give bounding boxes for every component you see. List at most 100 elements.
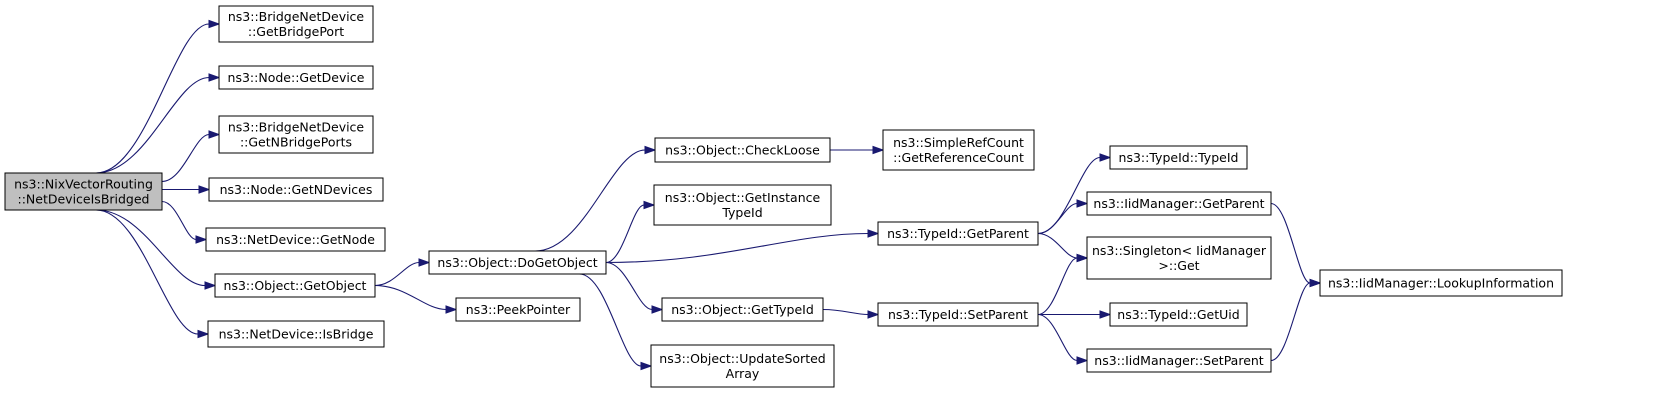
call-edge-iidGetParent-to-lookupInformation — [1270, 202, 1322, 288]
node-label: ns3::TypeId::GetUid — [1117, 307, 1239, 322]
node-label: ns3::Object::GetTypeId — [671, 302, 814, 317]
node-typeIdSetParent[interactable]: ns3::TypeId::SetParent — [877, 302, 1039, 327]
node-box — [205, 227, 386, 252]
arrowhead-icon — [195, 235, 208, 244]
node-box — [882, 129, 1035, 171]
call-edge-getObject-to-doGetObject — [374, 258, 431, 287]
node-singletonGet[interactable]: ns3::Singleton< IidManager>::Get — [1086, 236, 1272, 280]
arrowhead-icon — [1099, 153, 1112, 162]
call-edge-typeIdGetParent-to-iidGetParent — [1037, 199, 1089, 235]
node-label: ::GetBridgePort — [248, 24, 344, 39]
node-label: ns3::TypeId::TypeId — [1119, 150, 1239, 165]
edge-line — [1037, 257, 1078, 316]
edge-line — [161, 133, 210, 183]
node-peekPointer[interactable]: ns3::PeekPointer — [455, 297, 581, 322]
node-label: ns3::BridgeNetDevice — [228, 9, 365, 24]
node-box — [1109, 145, 1248, 170]
node-label: ns3::NixVectorRouting — [14, 177, 153, 192]
node-label: ns3::PeekPointer — [466, 302, 571, 317]
call-edge-root-to-isBridge — [96, 209, 210, 339]
arrowhead-icon — [208, 130, 221, 139]
call-edge-root-to-getNode — [161, 200, 208, 244]
node-getNDevices[interactable]: ns3::Node::GetNDevices — [208, 177, 384, 202]
arrowhead-icon — [418, 258, 431, 267]
call-edge-iidSetParent-to-lookupInformation — [1270, 278, 1322, 362]
arrowhead-icon — [1076, 253, 1089, 263]
node-box — [1109, 302, 1248, 327]
call-edge-doGetObject-to-checkLoose — [535, 145, 657, 252]
node-iidGetParent[interactable]: ns3::IidManager::GetParent — [1086, 191, 1272, 216]
node-box — [218, 115, 374, 154]
edge-line — [96, 23, 210, 174]
node-getNode[interactable]: ns3::NetDevice::GetNode — [205, 227, 386, 252]
node-box — [218, 5, 374, 43]
node-getNBridgePorts[interactable]: ns3::BridgeNetDevice::GetNBridgePorts — [218, 115, 374, 154]
node-doGetObject[interactable]: ns3::Object::DoGetObject — [428, 250, 607, 275]
node-label: ns3::Object::GetObject — [224, 278, 367, 293]
node-box — [207, 320, 385, 348]
node-iidSetParent[interactable]: ns3::IidManager::SetParent — [1086, 348, 1272, 373]
node-box — [1086, 348, 1272, 373]
edge-line — [1037, 313, 1078, 362]
node-label: ns3::IidManager::SetParent — [1094, 353, 1264, 368]
node-nodeGetDevice[interactable]: ns3::Node::GetDevice — [218, 65, 374, 90]
node-label: ns3::BridgeNetDevice — [228, 120, 365, 135]
node-isBridge[interactable]: ns3::NetDevice::IsBridge — [207, 320, 385, 348]
node-box — [877, 302, 1039, 327]
edge-line — [96, 76, 210, 174]
arrowhead-icon — [197, 329, 210, 339]
node-label: ns3::TypeId::SetParent — [888, 307, 1028, 322]
node-box — [1319, 269, 1563, 297]
arrowhead-icon — [651, 305, 664, 314]
edge-line — [605, 261, 653, 311]
node-box — [654, 137, 831, 163]
node-label: ns3::Object::GetInstance — [665, 190, 821, 205]
node-typeIdGetParent[interactable]: ns3::TypeId::GetParent — [877, 221, 1039, 246]
edge-line — [605, 204, 645, 264]
node-label: Array — [726, 366, 760, 381]
node-box — [653, 184, 832, 226]
node-box — [214, 273, 376, 298]
call-edge-doGetObject-to-updateSortedArray — [579, 273, 653, 371]
node-objGetTypeId[interactable]: ns3::Object::GetTypeId — [661, 297, 824, 322]
node-typeIdTypeId[interactable]: ns3::TypeId::TypeId — [1109, 145, 1248, 170]
edge-line — [579, 273, 642, 367]
node-getReferenceCount[interactable]: ns3::SimpleRefCount::GetReferenceCount — [882, 129, 1035, 171]
node-checkLoose[interactable]: ns3::Object::CheckLoose — [654, 137, 831, 163]
node-box — [218, 65, 374, 90]
node-label: ns3::Node::GetNDevices — [220, 182, 373, 197]
arrowhead-icon — [204, 281, 217, 290]
call-edge-typeIdSetParent-to-iidSetParent — [1037, 313, 1089, 365]
arrowhead-icon — [1076, 199, 1089, 208]
node-label: ns3::IidManager::GetParent — [1093, 196, 1264, 211]
node-label: ns3::NetDevice::IsBridge — [219, 327, 374, 342]
node-label: ::GetNBridgePorts — [240, 135, 352, 150]
node-getBridgePort[interactable]: ns3::BridgeNetDevice::GetBridgePort — [218, 5, 374, 43]
edge-line — [1270, 282, 1311, 362]
call-edge-root-to-getNDevices — [161, 185, 211, 194]
node-getObject[interactable]: ns3::Object::GetObject — [214, 273, 376, 298]
node-box — [428, 250, 607, 275]
arrowhead-icon — [208, 19, 221, 29]
node-label: ::NetDeviceIsBridged — [18, 192, 150, 207]
node-typeIdGetUid[interactable]: ns3::TypeId::GetUid — [1109, 302, 1248, 327]
edge-line — [1037, 232, 1078, 259]
arrowhead-icon — [1076, 356, 1089, 365]
arrowhead-icon — [208, 73, 221, 82]
node-label: TypeId — [721, 205, 762, 220]
node-box — [4, 172, 163, 211]
node-box — [455, 297, 581, 322]
node-box — [1086, 191, 1272, 216]
call-edge-doGetObject-to-objGetTypeId — [605, 261, 664, 314]
node-lookupInformation[interactable]: ns3::IidManager::LookupInformation — [1319, 269, 1563, 297]
node-box — [661, 297, 824, 322]
edge-line — [374, 284, 447, 311]
call-edge-checkLoose-to-getReferenceCount — [829, 145, 885, 155]
node-root: ns3::NixVectorRouting::NetDeviceIsBridge… — [4, 172, 163, 211]
node-label: ns3::Object::CheckLoose — [665, 143, 820, 158]
call-edge-typeIdSetParent-to-typeIdGetUid — [1038, 310, 1112, 319]
arrowhead-icon — [1309, 278, 1322, 288]
